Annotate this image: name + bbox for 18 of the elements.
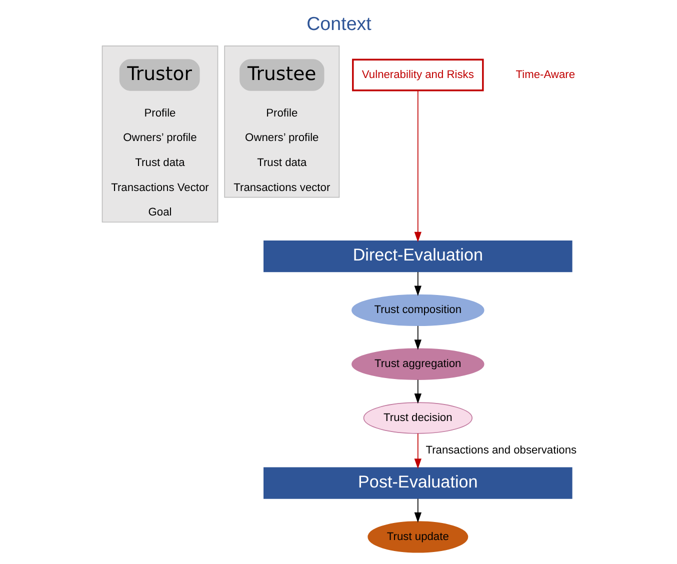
arrow [414, 433, 421, 469]
node-box: Trustor [118, 59, 200, 91]
diagram-title: Context [306, 13, 371, 34]
node-box: Trustee [239, 59, 324, 91]
arrow [414, 90, 421, 242]
node-ellipse: Trust composition [351, 294, 484, 326]
arrow [414, 379, 421, 404]
arrow [414, 498, 421, 523]
node-box: Post-Evaluation [263, 467, 572, 499]
node-ellipse: Trust decision [362, 402, 472, 434]
arrow [414, 325, 421, 350]
node-ellipse: Trust update [367, 521, 468, 553]
node-box: Direct-Evaluation [263, 240, 572, 272]
node-box: Vulnerability and Risks [352, 58, 484, 92]
label: Time-Aware [515, 68, 574, 81]
arrow [414, 272, 421, 296]
edge-label: Transactions and observations [425, 444, 576, 456]
node-ellipse: Trust aggregation [351, 348, 484, 380]
